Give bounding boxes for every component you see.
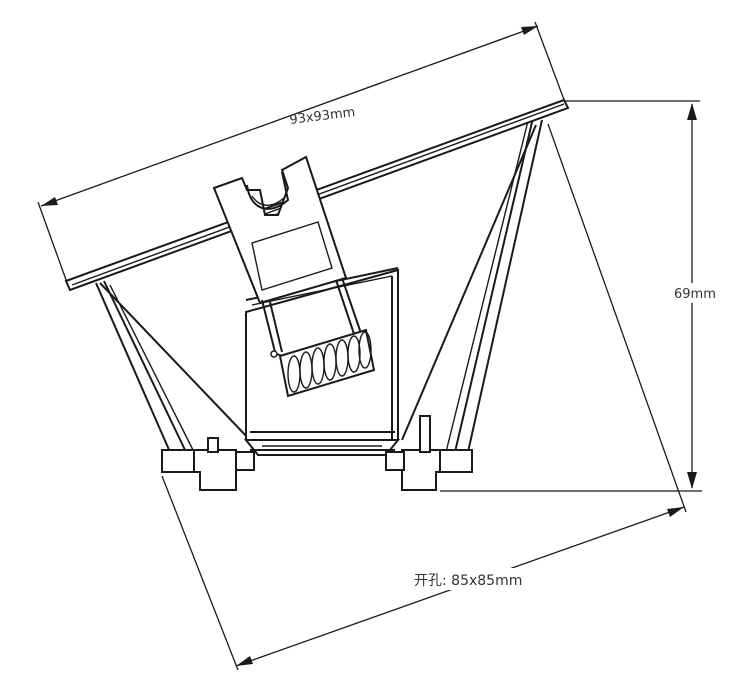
top-width-label: 93x93mm bbox=[289, 105, 356, 128]
left-wall bbox=[95, 280, 251, 453]
height-dimension: 69mm bbox=[440, 100, 716, 492]
right-wall bbox=[401, 117, 543, 453]
spring-coil bbox=[278, 328, 376, 398]
clip-arm bbox=[212, 155, 348, 305]
left-mounting-foot bbox=[161, 437, 255, 491]
right-mounting-foot bbox=[385, 415, 473, 491]
spring-clip bbox=[212, 155, 376, 398]
cutout-dimension: 开孔: 85x85mm bbox=[161, 123, 687, 671]
bottom-lens bbox=[243, 439, 401, 456]
top-width-dimension: 93x93mm bbox=[37, 21, 567, 289]
height-label: 69mm bbox=[674, 287, 716, 302]
cutout-label: 开孔: 85x85mm bbox=[414, 573, 522, 589]
fixture-body bbox=[95, 117, 543, 491]
